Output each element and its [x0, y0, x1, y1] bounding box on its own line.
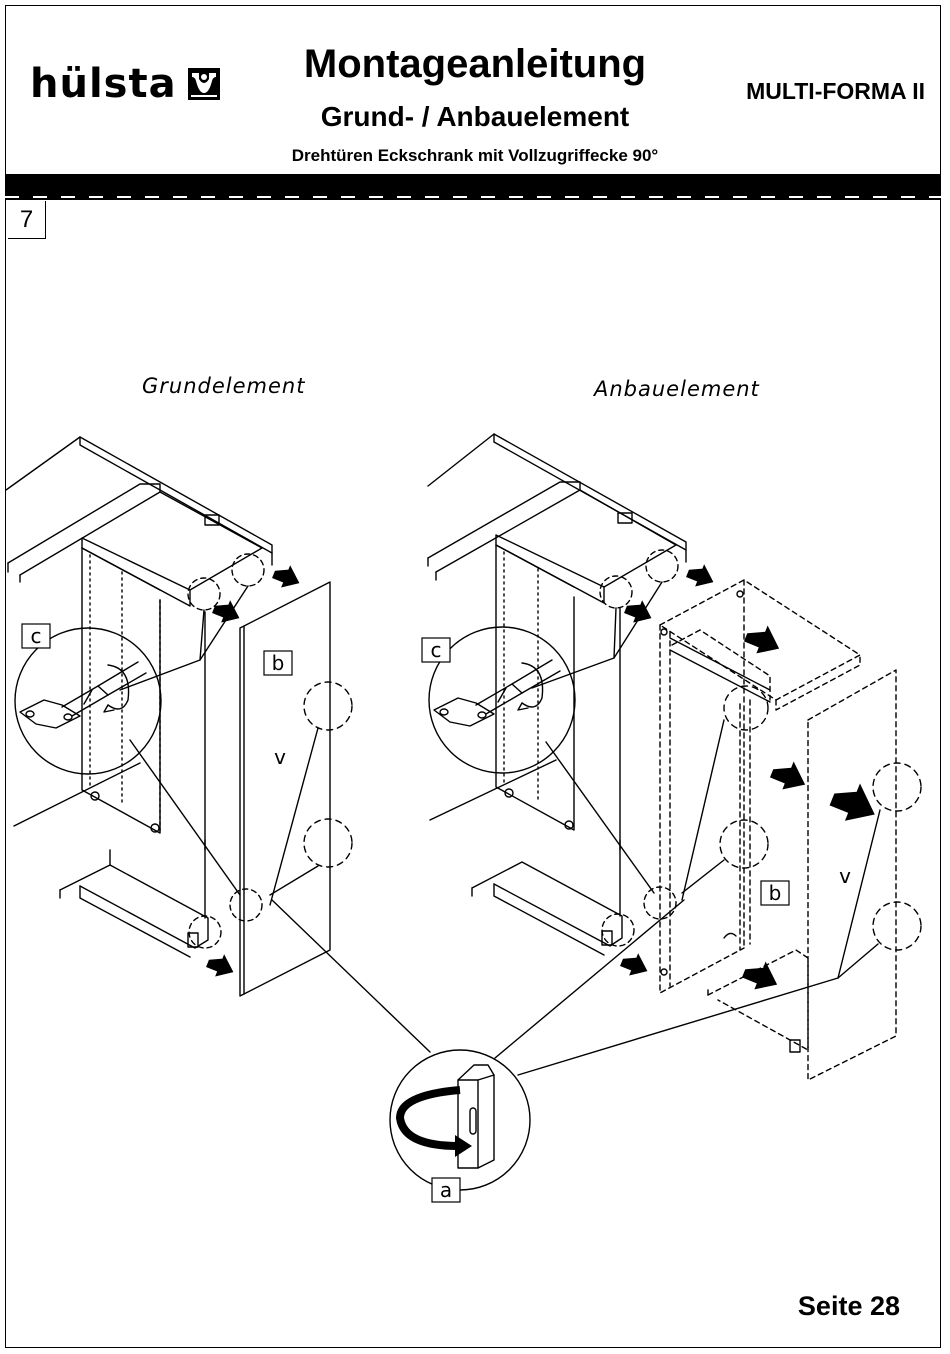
callout-b-right: b	[769, 881, 782, 905]
callout-c-left: c	[31, 624, 42, 648]
callout-c-right: c	[431, 638, 442, 662]
callout-labels: c b v c b v a	[22, 624, 851, 1202]
direction-arrows	[205, 561, 882, 995]
callout-v-left: v	[274, 745, 286, 769]
callout-a: a	[440, 1178, 452, 1202]
callout-v-right: v	[839, 864, 851, 888]
page-number: Seite 28	[700, 1293, 900, 1320]
right-cabinet	[428, 434, 921, 1080]
hinge-detail-magnifier	[390, 1050, 530, 1190]
callout-b-left: b	[272, 651, 285, 675]
rotate-arrow-icon	[400, 1090, 472, 1157]
